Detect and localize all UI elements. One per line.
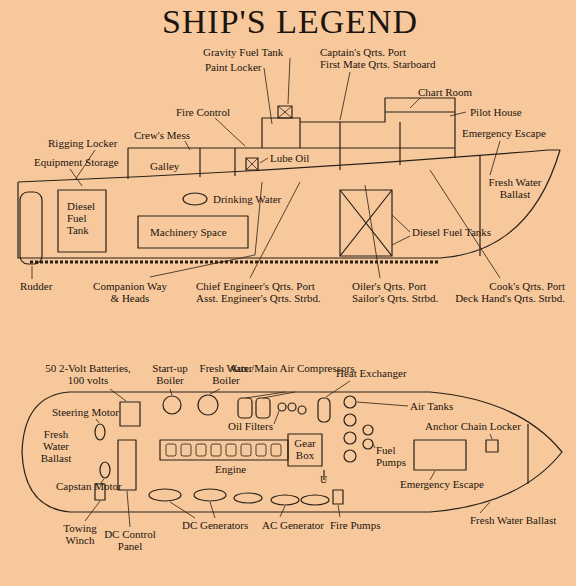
part-label: Machinery Space (150, 226, 227, 238)
part-label: Crew's Mess (134, 129, 190, 141)
part-label: Rudder (20, 280, 52, 292)
part-label: Emergency Escape (462, 127, 546, 139)
part-label: Engine (215, 463, 246, 475)
part-label: Chief Engineer's Qrts. Port Asst. Engine… (196, 280, 321, 304)
part-label: Fresh Water Ballast (470, 514, 556, 526)
part-label: U (320, 474, 327, 485)
part-label: Gravity Fuel Tank (203, 46, 283, 58)
part-label: Oil Filters (228, 420, 273, 432)
part-label: Lube Oil (270, 152, 309, 164)
part-label: Emergency Escape (400, 478, 484, 490)
part-label: 50 2-Volt Batteries, 100 volts (45, 362, 131, 386)
part-label: Captain's Qrts. Port First Mate Qrts. St… (320, 46, 435, 70)
part-label: Equipment Storage (34, 156, 119, 168)
part-label: Cook's Qrts. Port Deck Hand's Qrts. Strb… (455, 280, 565, 304)
part-label: Fresh Water Ballast (489, 176, 542, 200)
part-label: Rigging Locker (48, 137, 117, 149)
part-label: DC Control Panel (104, 528, 156, 552)
part-label: Fresh Water Ballast (41, 428, 72, 464)
part-label: Fire Pumps (330, 519, 380, 531)
part-label: Oiler's Qrts. Port Sailor's Qrts. Strbd. (352, 280, 438, 304)
title: SHIP'S LEGEND (162, 2, 418, 41)
part-label: Heat Exchanger (336, 367, 407, 379)
part-label: Air Tanks (410, 400, 453, 412)
part-label: Steering Motor (52, 406, 119, 418)
part-label: Towing Winch (63, 522, 96, 546)
part-label: Anchor Chain Locker (425, 420, 521, 432)
part-label: Paint Locker (205, 61, 262, 73)
part-label: Companion Way & Heads (93, 280, 167, 304)
part-label: Diesel Fuel Tank (67, 200, 95, 236)
part-label: Galley (150, 160, 179, 172)
part-label: Fire Control (176, 106, 230, 118)
part-label: Capstan Motor (56, 480, 122, 492)
part-label: Aux./Main Air Compressors (230, 362, 355, 374)
part-label: Pilot House (470, 106, 522, 118)
part-label: Diesel Fuel Tanks (412, 226, 491, 238)
part-label: Drinking Water (213, 193, 281, 205)
part-label: Gear Box (294, 437, 315, 461)
part-label: Chart Room (418, 86, 472, 98)
part-label: Start-up Boiler (152, 362, 187, 386)
part-label: Fuel Pumps (376, 444, 406, 468)
part-label: DC Generators (182, 519, 248, 531)
part-label: AC Generator (262, 519, 324, 531)
